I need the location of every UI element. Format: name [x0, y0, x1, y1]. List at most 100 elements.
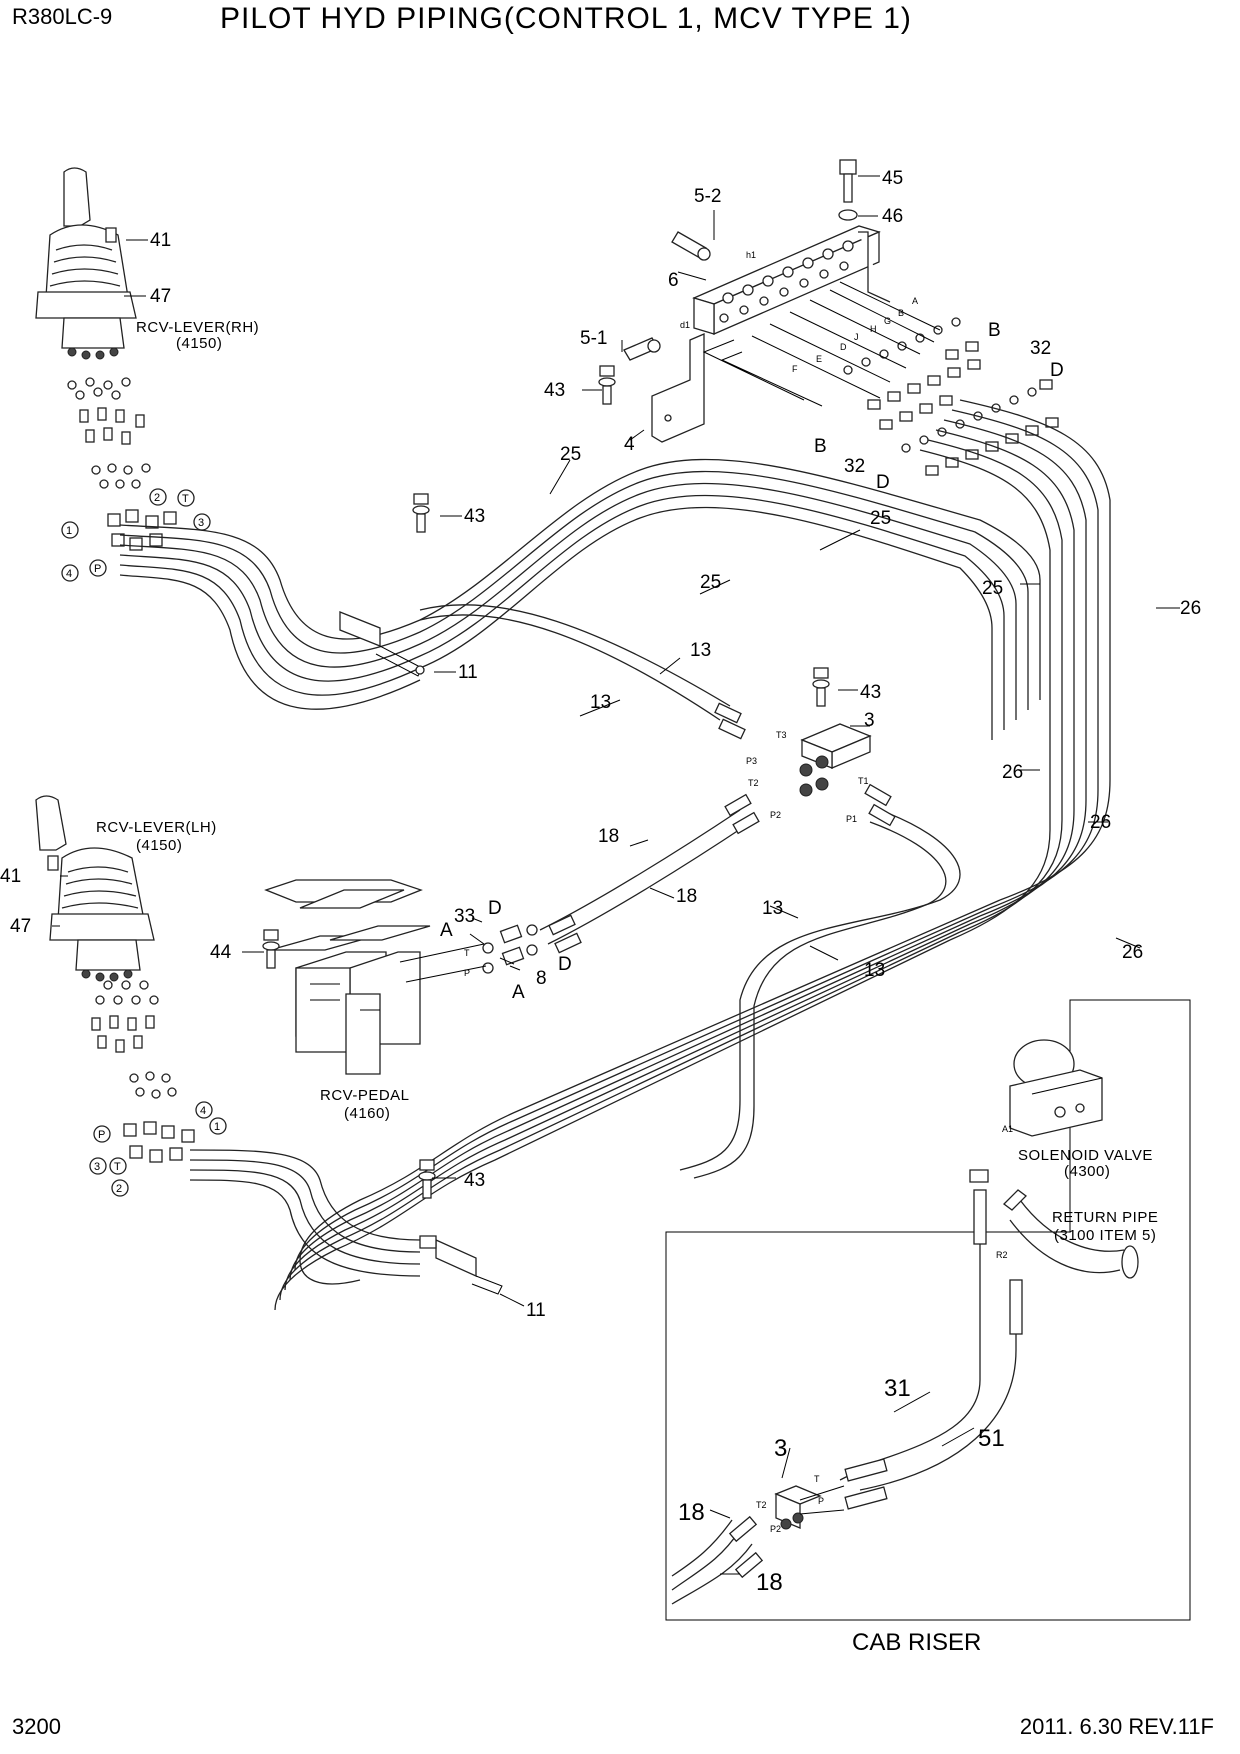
manifold-port-lines [702, 281, 941, 407]
tube-bundle-rh-25 [119, 458, 1041, 740]
svg-text:43: 43 [464, 1170, 485, 1191]
svg-text:18: 18 [678, 1499, 705, 1526]
tube-18 [539, 809, 749, 945]
svg-text:h1: h1 [746, 250, 756, 260]
label-rcv-pedal-ref: (4160) [344, 1105, 390, 1122]
svg-text:T2: T2 [748, 778, 759, 788]
svg-text:P1: P1 [846, 814, 857, 824]
circle-markers-rh: 1 2 T 3 4 P [61, 488, 211, 582]
svg-text:18: 18 [756, 1569, 783, 1596]
svg-text:A: A [512, 982, 525, 1003]
svg-text:8: 8 [536, 968, 547, 989]
svg-text:1: 1 [66, 525, 72, 537]
label-cab-riser: CAB RISER [852, 1629, 981, 1656]
svg-text:13: 13 [864, 960, 885, 981]
svg-text:26: 26 [1180, 598, 1201, 619]
svg-text:46: 46 [882, 206, 903, 227]
svg-text:41: 41 [0, 866, 21, 887]
svg-text:P: P [464, 968, 470, 978]
label-solenoid-valve: SOLENOID VALVE [1018, 1147, 1153, 1164]
svg-text:d1: d1 [680, 320, 690, 330]
svg-text:25: 25 [700, 572, 721, 593]
tee-block-3-cab[interactable] [774, 1485, 845, 1530]
svg-text:5-1: 5-1 [580, 328, 607, 349]
tee-block-3[interactable] [799, 723, 872, 797]
svg-text:R2: R2 [996, 1250, 1008, 1260]
leader-lines [52, 175, 1180, 1575]
fittings-b-group [843, 317, 981, 430]
svg-text:T1: T1 [858, 776, 869, 786]
rcv-pedal[interactable] [264, 879, 431, 1075]
port-labels: h1 d1 A B G H J D E F T3 P3 T2 P2 T1 P1 … [464, 250, 1013, 1534]
svg-text:2: 2 [154, 492, 160, 504]
svg-text:13: 13 [690, 640, 711, 661]
svg-text:E: E [816, 354, 822, 364]
cab-riser-hoses [671, 1169, 1023, 1605]
bolt-43-tee[interactable] [812, 667, 830, 707]
svg-text:T2: T2 [756, 1500, 767, 1510]
svg-text:D: D [488, 898, 502, 919]
svg-text:T: T [814, 1474, 820, 1484]
svg-text:J: J [854, 332, 859, 342]
svg-text:31: 31 [884, 1375, 911, 1402]
svg-text:2: 2 [116, 1183, 122, 1195]
rcv-lever-rh[interactable] [35, 167, 137, 360]
svg-text:3: 3 [94, 1161, 100, 1173]
svg-text:26: 26 [1090, 812, 1111, 833]
label-rcv-lever-rh: RCV-LEVER(RH) [136, 319, 259, 336]
pressure-switch-5-1[interactable] [623, 337, 661, 361]
cab-riser-inset [665, 999, 1191, 1621]
svg-text:H: H [870, 324, 877, 334]
svg-text:6: 6 [668, 270, 679, 291]
tube-13 [419, 604, 961, 1179]
svg-text:P: P [94, 563, 101, 575]
clamp-11-lower[interactable] [419, 1235, 503, 1295]
svg-text:D: D [840, 342, 847, 352]
clamp-11-upper[interactable] [339, 611, 425, 677]
svg-text:3: 3 [198, 517, 204, 529]
svg-text:45: 45 [882, 168, 903, 189]
svg-text:P2: P2 [770, 1524, 781, 1534]
solenoid-valve[interactable] [1009, 1039, 1103, 1137]
bolt-44-pedal[interactable] [262, 929, 280, 969]
svg-text:T: T [464, 948, 470, 958]
svg-text:P3: P3 [746, 756, 757, 766]
svg-text:T: T [114, 1161, 121, 1173]
fittings-d-group [901, 379, 1059, 476]
svg-text:D: D [876, 472, 890, 493]
bolt-43-lower-clamp[interactable] [418, 1159, 436, 1199]
label-rcv-lever-lh-ref: (4150) [136, 837, 182, 854]
pressure-switch-5-2[interactable] [671, 231, 711, 261]
svg-text:T: T [182, 493, 189, 505]
svg-text:11: 11 [458, 662, 478, 683]
bolt-43-upper-clamp[interactable] [412, 493, 430, 533]
label-solenoid-valve-ref: (4300) [1064, 1163, 1110, 1180]
svg-text:B: B [988, 320, 1001, 341]
svg-text:3: 3 [864, 710, 875, 731]
rcv-lever-lh[interactable] [35, 795, 155, 982]
label-return-pipe: RETURN PIPE [1052, 1209, 1158, 1226]
svg-text:47: 47 [10, 916, 31, 937]
svg-text:25: 25 [982, 578, 1003, 599]
svg-text:44: 44 [210, 942, 232, 963]
svg-text:25: 25 [870, 508, 891, 529]
bolt-45[interactable] [838, 159, 858, 221]
label-rcv-lever-lh: RCV-LEVER(LH) [96, 819, 217, 836]
page-number: 3200 [12, 1714, 61, 1739]
svg-text:4: 4 [200, 1105, 206, 1117]
tube-bundle-lh [189, 1149, 421, 1277]
return-pipe[interactable] [1003, 1189, 1139, 1279]
pedal-fittings [399, 924, 538, 983]
circle-markers-lh: 4 1 P 3 T 2 [89, 1101, 227, 1197]
manifold-block[interactable] [692, 225, 891, 335]
svg-text:D: D [1050, 360, 1064, 381]
bolt-43-manifold[interactable] [598, 365, 616, 405]
svg-text:13: 13 [762, 898, 783, 919]
svg-text:3: 3 [774, 1435, 787, 1462]
svg-text:B: B [898, 308, 904, 318]
mounting-bracket[interactable] [651, 333, 705, 443]
svg-text:51: 51 [978, 1425, 1005, 1452]
svg-text:T3: T3 [776, 730, 787, 740]
svg-text:B: B [814, 436, 827, 457]
svg-text:P2: P2 [770, 810, 781, 820]
